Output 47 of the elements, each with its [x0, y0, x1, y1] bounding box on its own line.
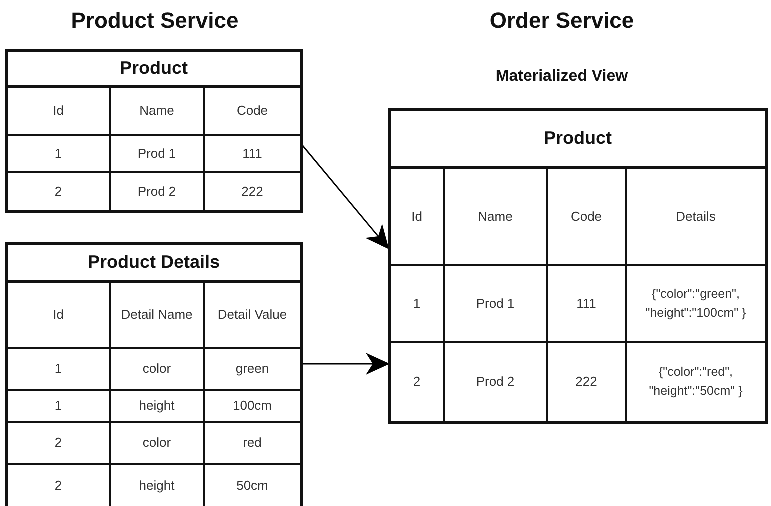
table-cell: 111 — [205, 136, 300, 173]
table-cell: 2 — [8, 423, 111, 465]
column-header: Id — [8, 88, 111, 136]
column-header: Code — [205, 88, 300, 136]
table-cell: Prod 2 — [111, 173, 205, 210]
arrow — [303, 353, 390, 375]
column-header: Id — [391, 169, 445, 266]
table-cell: green — [205, 349, 300, 391]
table-cell-text: 50cm — [236, 476, 270, 495]
data-table — [388, 108, 768, 424]
table-cell: 2 — [8, 173, 111, 210]
table-cell: 222 — [548, 343, 627, 421]
table-title: Product — [8, 52, 300, 88]
table-cell: 1 — [8, 391, 111, 423]
table-cell: Prod 1 — [111, 136, 205, 173]
column-header: Id — [8, 283, 111, 349]
column-header: Name — [111, 88, 205, 136]
table-cell: 1 — [391, 266, 445, 343]
table-cell: red — [205, 423, 300, 465]
table-cell: {"color":"green", "height":"100cm" } — [627, 266, 765, 343]
table-title: Product Details — [8, 245, 300, 283]
column-header: Code — [548, 169, 627, 266]
table-cell-text: 222 — [240, 182, 264, 201]
column-header: Detail Value — [205, 283, 300, 349]
table-title: Product — [391, 111, 765, 169]
data-table — [5, 49, 303, 213]
heading: Materialized View — [494, 68, 630, 86]
column-header: Detail Name — [111, 283, 205, 349]
table-cell: 2 — [391, 343, 445, 421]
table-cell: 100cm — [205, 391, 300, 423]
heading: Order Service — [488, 8, 636, 34]
heading: Product Service — [70, 8, 240, 34]
arrow — [302, 146, 390, 250]
column-header: Details — [627, 169, 765, 266]
table-cell: 1 — [8, 349, 111, 391]
table-cell: 111 — [548, 266, 627, 343]
table-cell: color — [111, 349, 205, 391]
table-cell: Prod 2 — [445, 343, 548, 421]
table-cell: 2 — [8, 465, 111, 506]
column-header: Name — [445, 169, 548, 266]
table-cell: height — [111, 391, 205, 423]
table-cell: 1 — [8, 136, 111, 173]
table-cell: height — [111, 465, 205, 506]
table-cell-text: {"color":"red", "height":"50cm" } — [648, 364, 744, 400]
table-cell: color — [111, 423, 205, 465]
table-cell: Prod 1 — [445, 266, 548, 343]
data-table — [5, 242, 303, 506]
